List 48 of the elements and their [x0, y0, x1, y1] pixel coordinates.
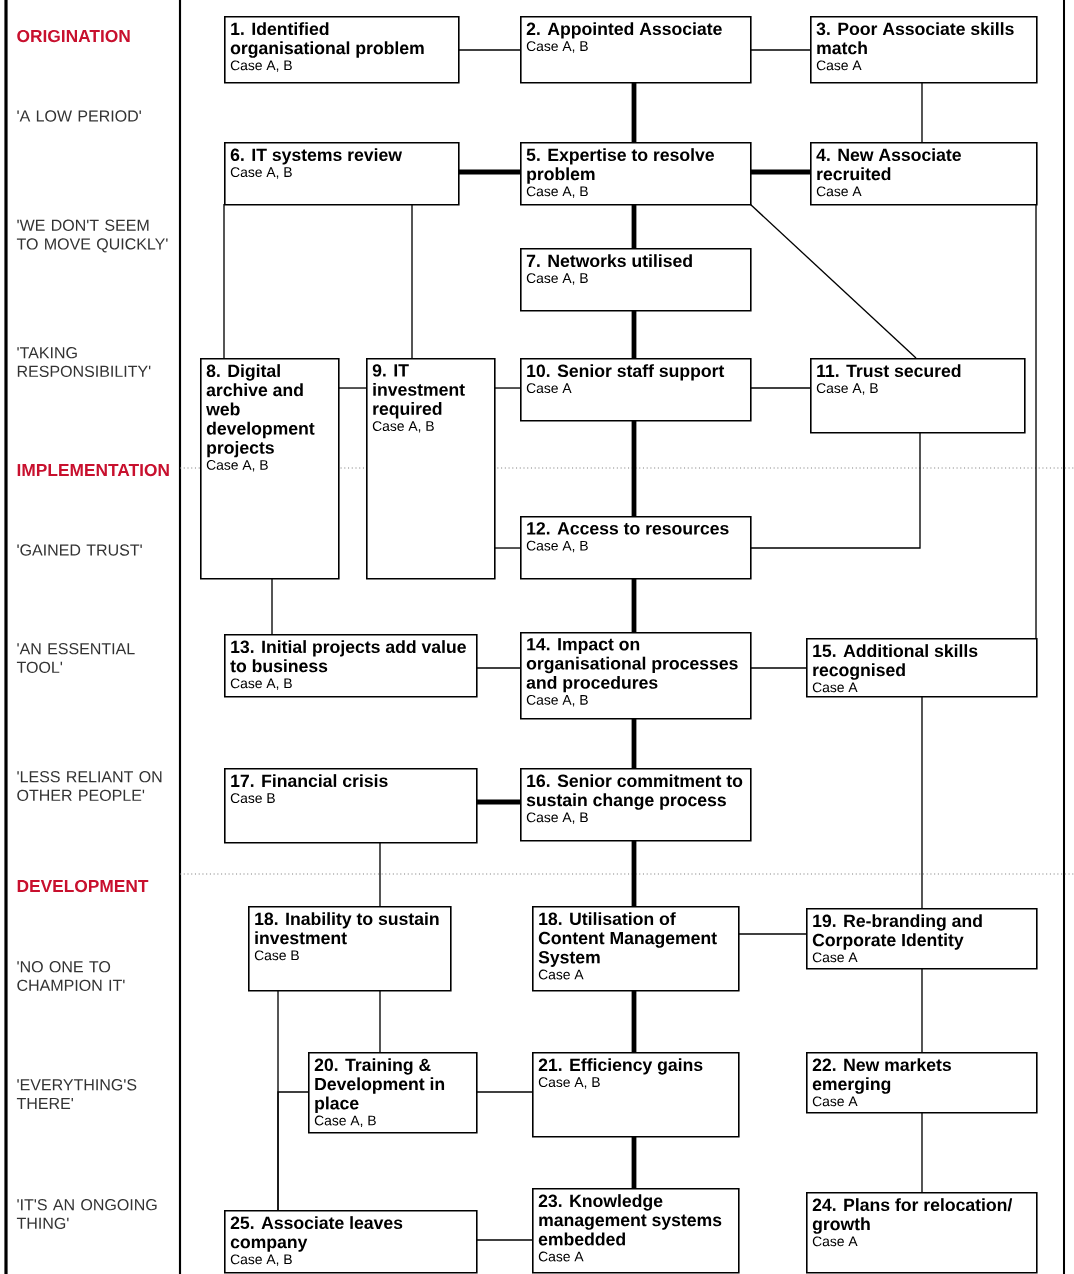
connector-line	[476, 799, 520, 805]
connector-line	[223, 203, 225, 359]
connector-line	[921, 695, 923, 909]
connector-line	[631, 310, 637, 358]
stage-quote: 'A LOW PERIOD'	[17, 110, 141, 122]
connector-line	[493, 547, 521, 549]
connector-line	[749, 49, 811, 51]
connector-line	[749, 387, 811, 389]
connector-line	[737, 933, 807, 935]
connector-line	[457, 49, 521, 51]
connector-line	[277, 1091, 309, 1211]
stage-quote: 'GAINED TRUST'	[17, 544, 142, 556]
stage-quote: 'EVERYTHING'S THERE'	[16, 1079, 137, 1109]
connector-line	[411, 203, 413, 359]
phase-heading: DEVELOPMENT	[17, 879, 149, 893]
connector-line	[271, 577, 273, 635]
connector-line	[475, 1239, 533, 1241]
connector-line	[631, 420, 637, 516]
stage-quote: 'IT'S AN ONGOING THING'	[16, 1199, 157, 1229]
phase-heading: IMPLEMENTATION	[17, 463, 169, 477]
connector-line	[631, 718, 637, 768]
stage-quote: 'LESS RELIANT ON OTHER PEOPLE'	[17, 771, 162, 801]
connector-line	[475, 1091, 533, 1093]
connector-line	[921, 81, 923, 143]
connector-line	[631, 840, 637, 906]
connector-line	[379, 841, 381, 907]
connector-line	[921, 1111, 923, 1193]
connector-line	[631, 82, 637, 142]
connector-line	[631, 204, 637, 248]
stage-quote: 'AN ESSENTIAL TOOL'	[16, 643, 135, 673]
phase-heading: ORIGINATION	[17, 29, 130, 43]
connector-line	[921, 967, 923, 1053]
connector-line	[458, 169, 520, 175]
connector-line	[631, 578, 637, 632]
stage-quote: 'NO ONE TO CHAMPION IT'	[17, 961, 125, 991]
connector-line	[749, 667, 807, 669]
connector-line	[475, 667, 521, 669]
connector-line	[750, 169, 810, 175]
connector-line	[749, 203, 917, 359]
connector-line	[379, 989, 381, 1053]
connector-line	[631, 990, 637, 1052]
connector-line	[493, 387, 521, 389]
stage-quote: 'WE DON'T SEEM TO MOVE QUICKLY'	[16, 219, 168, 253]
stage-quote: 'TAKING RESPONSIBILITY'	[17, 347, 151, 377]
connector-line	[631, 1136, 637, 1188]
connector-line	[337, 387, 367, 389]
connector-line	[1035, 203, 1037, 639]
connector-line	[749, 431, 921, 549]
